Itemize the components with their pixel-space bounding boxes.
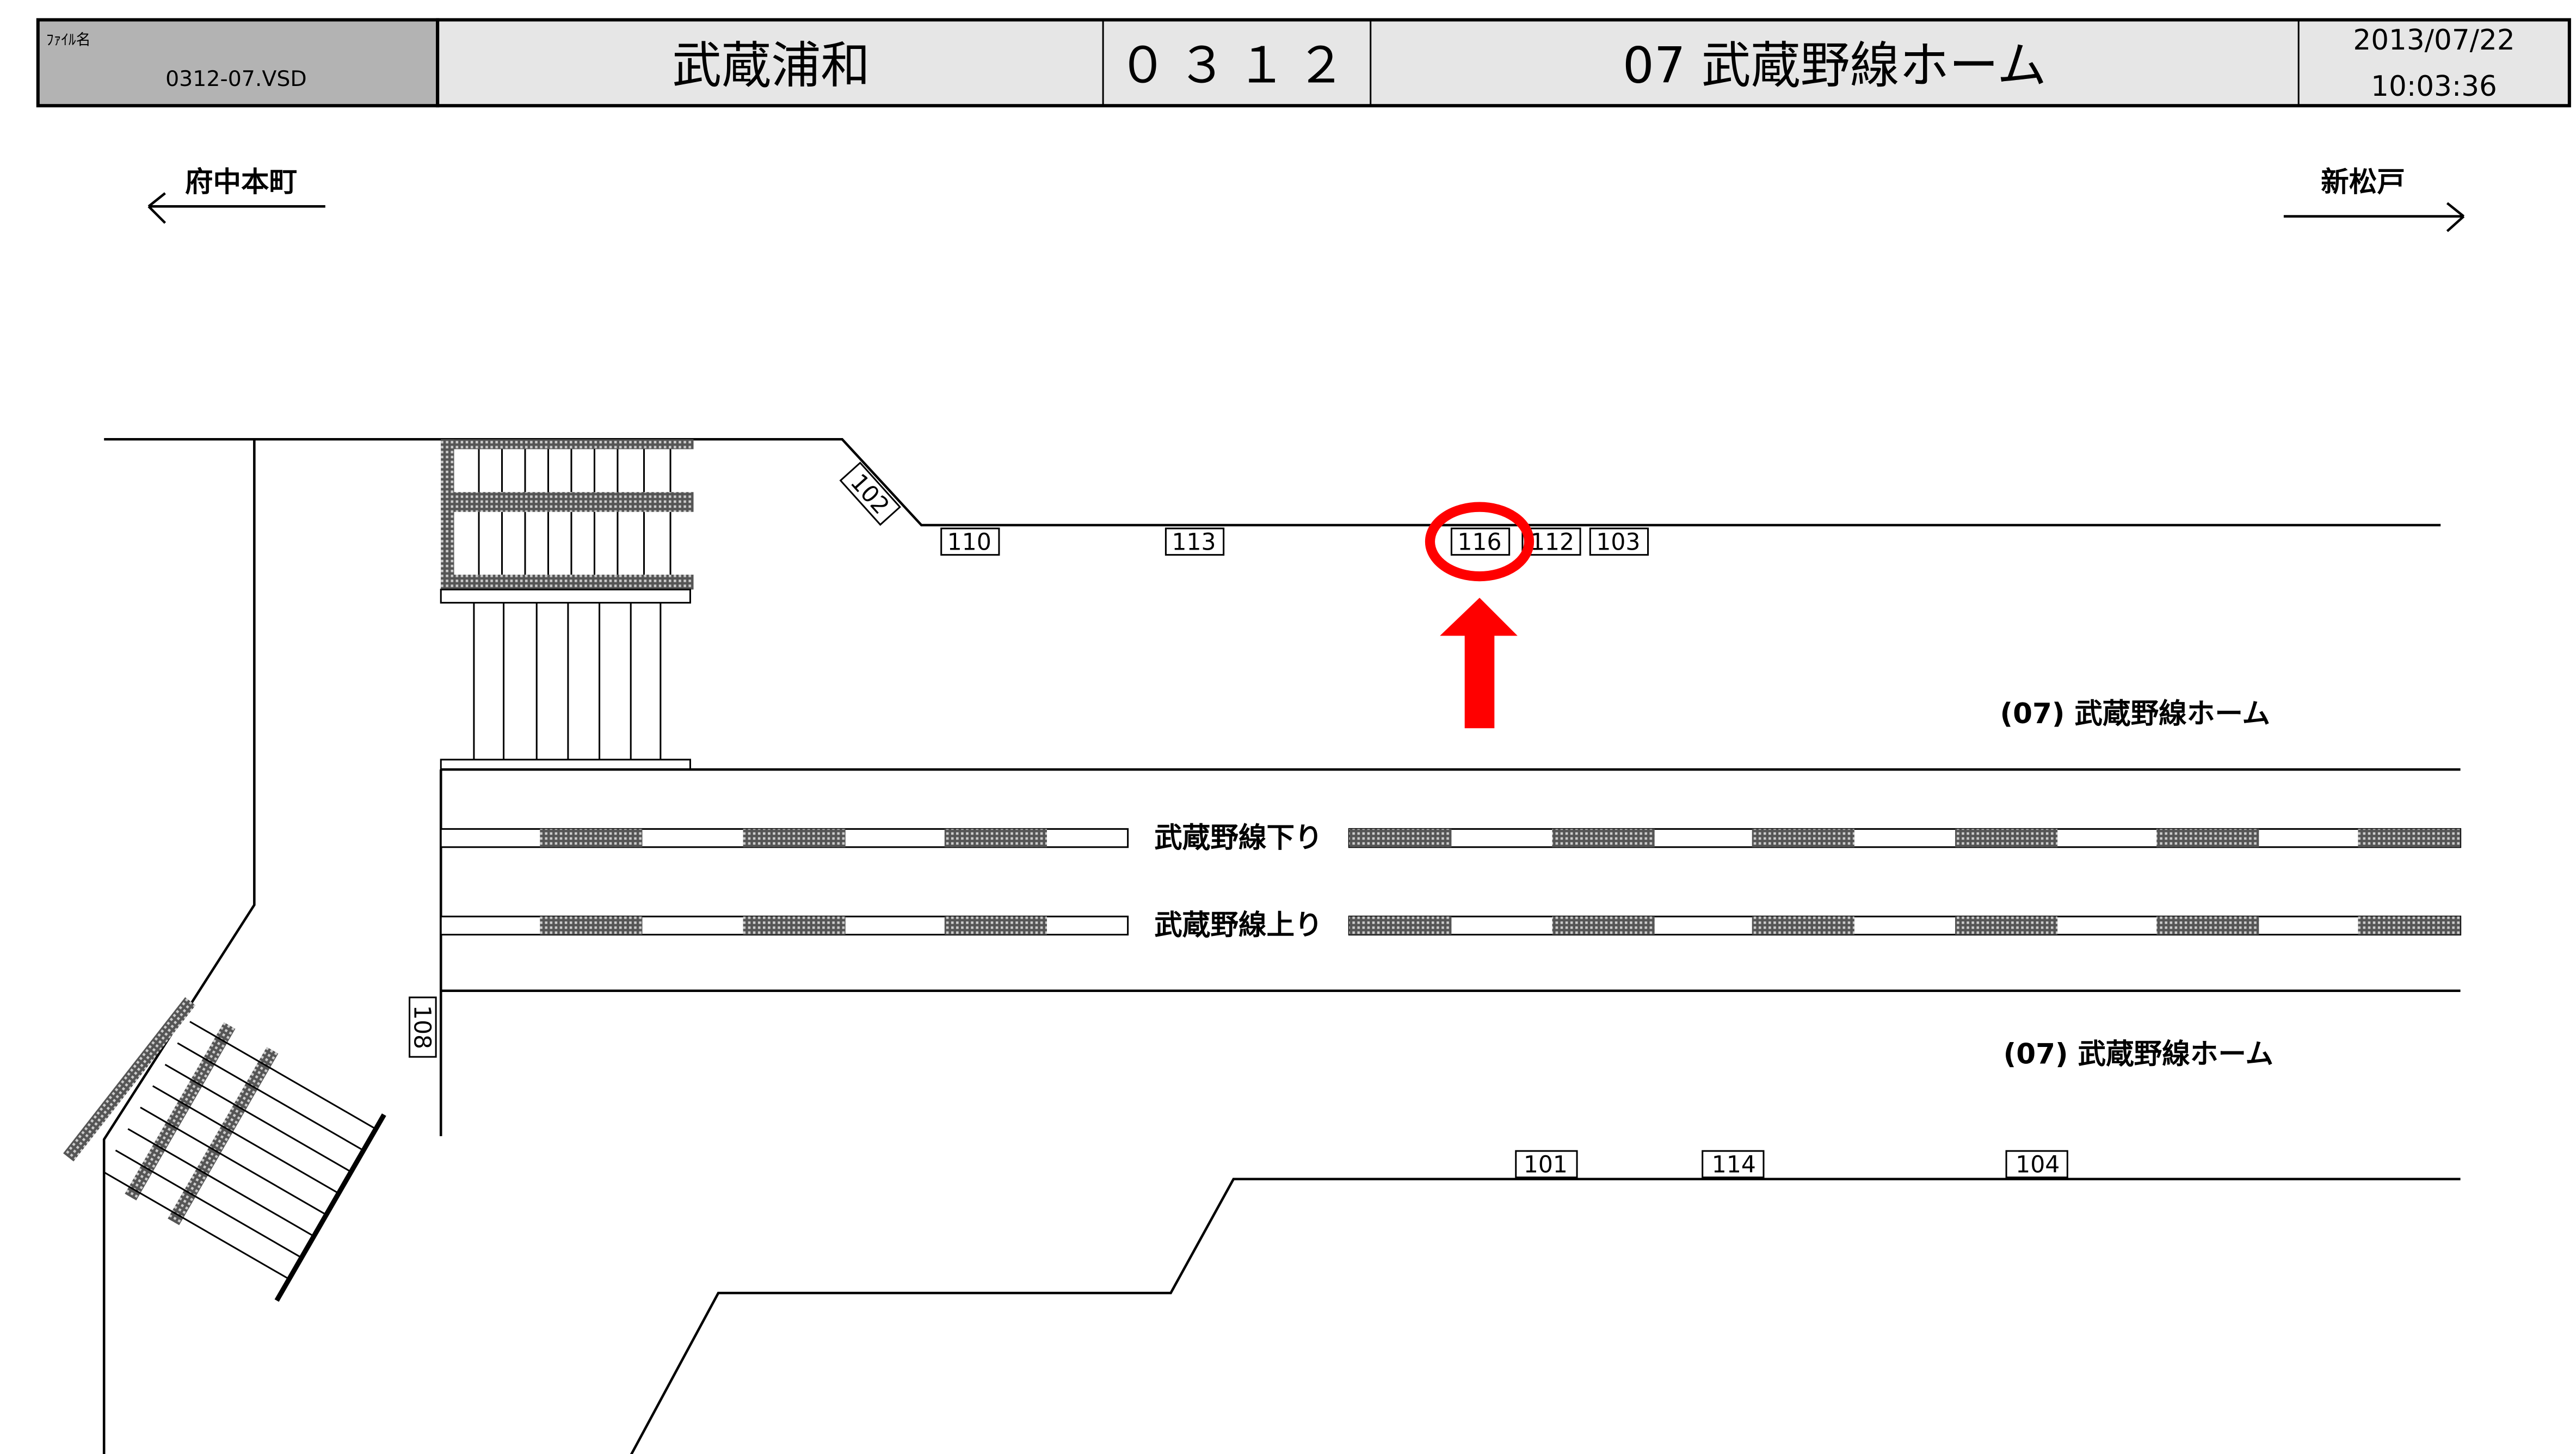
time: 10:03:36 [2371, 70, 2497, 103]
track-down: 武蔵野線下り [440, 822, 2462, 854]
platform-label-lower: (07) 武蔵野線ホーム [2004, 1038, 2273, 1070]
platform-title: 07 武蔵野線ホーム [1623, 38, 2047, 95]
track-down-label: 武蔵野線下り [1154, 822, 1322, 854]
svg-text:114: 114 [1712, 1152, 1756, 1179]
direction-right: 新松戸 [2283, 166, 2465, 232]
sign-114[interactable]: 114 [1702, 1150, 1765, 1179]
highlight-circle [1425, 502, 1534, 582]
sign-101[interactable]: 101 [1515, 1150, 1578, 1179]
svg-text:府中本町: 府中本町 [185, 166, 297, 199]
station-code: ０３１２ [1118, 38, 1355, 95]
staircase-diagonal [63, 997, 386, 1302]
svg-text:108: 108 [409, 1005, 435, 1049]
sign-102[interactable]: 102 [839, 461, 901, 526]
svg-text:104: 104 [2016, 1152, 2060, 1179]
arrow-right-icon [2283, 202, 2465, 232]
sign-104[interactable]: 104 [2005, 1150, 2068, 1179]
file-label: ﾌｧｲﾙ名 [46, 32, 91, 48]
sign-103[interactable]: 103 [1589, 527, 1649, 556]
svg-text:新松戸: 新松戸 [2321, 166, 2405, 199]
date: 2013/07/22 [2353, 24, 2515, 57]
svg-text:103: 103 [1596, 529, 1640, 556]
platform-outline [102, 438, 2461, 1454]
staircase [440, 439, 694, 771]
file-name: 0312-07.VSD [165, 66, 307, 91]
direction-left: 府中本町 [147, 166, 325, 224]
track-up-label: 武蔵野線上り [1154, 909, 1322, 942]
sign-108[interactable]: 108 [409, 996, 437, 1058]
highlight-arrow-icon [1440, 597, 1518, 729]
svg-text:112: 112 [1530, 529, 1574, 556]
svg-text:110: 110 [947, 529, 991, 556]
sign-116[interactable]: 116 [1450, 527, 1511, 556]
svg-text:116: 116 [1457, 529, 1501, 556]
sign-113[interactable]: 113 [1164, 527, 1225, 556]
arrow-left-icon [147, 192, 325, 224]
track-up: 武蔵野線上り [440, 909, 2462, 942]
sign-110[interactable]: 110 [940, 527, 1000, 556]
svg-text:113: 113 [1172, 529, 1216, 556]
platform-label-upper: (07) 武蔵野線ホーム [2000, 698, 2270, 730]
title-block: ﾌｧｲﾙ名 0312-07.VSD 武蔵浦和 ０３１２ 07 武蔵野線ホーム 2… [36, 18, 2571, 108]
station-name: 武蔵浦和 [672, 38, 870, 95]
svg-text:101: 101 [1524, 1152, 1568, 1179]
